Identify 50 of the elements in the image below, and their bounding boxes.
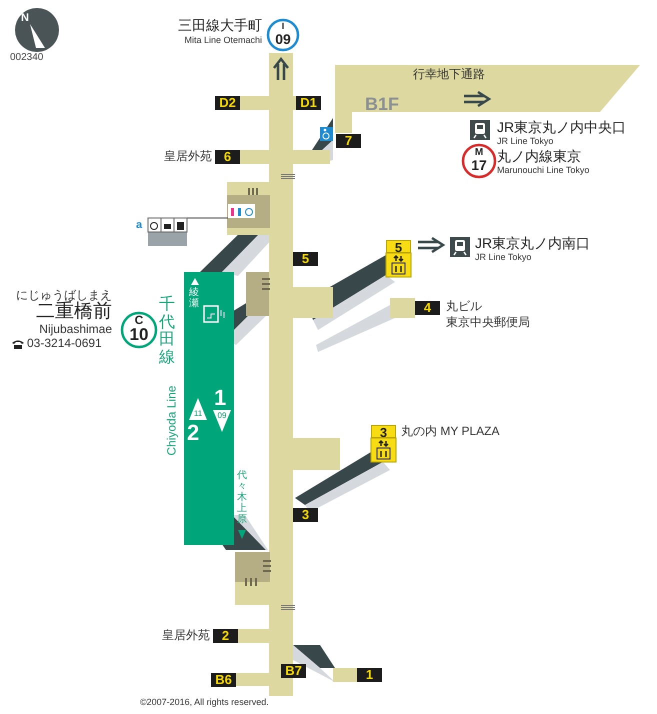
exit-number: 7	[336, 134, 361, 148]
map-code: 002340	[10, 52, 44, 63]
station-number: 09	[274, 32, 292, 48]
exit-name: 皇居外苑	[162, 629, 210, 642]
direction-label: 代々木上原	[237, 470, 247, 525]
station-name-romaji: Marunouchi Line Tokyo	[497, 166, 590, 176]
line-letter: C	[134, 314, 144, 328]
line-letter: I	[280, 22, 286, 32]
line-name: 千代田線	[159, 296, 175, 366]
exit-number: 1	[357, 668, 382, 682]
station-name: 丸ノ内線東京	[497, 149, 581, 164]
line-name: JR Line Tokyo	[475, 253, 532, 263]
exit-number: D1	[296, 96, 321, 110]
facility-marker: a	[136, 219, 142, 232]
phone-number: 03-3214-0691	[27, 337, 102, 350]
track-number: 2	[187, 421, 200, 446]
station-name-romaji: Mita Line Otemachi	[184, 36, 262, 46]
exit-name: JR東京丸ノ内南口	[475, 236, 590, 252]
line-name: JR Line Tokyo	[497, 137, 554, 147]
exit-number: 5	[293, 252, 318, 266]
station-name: 二重橋前	[36, 302, 112, 323]
exit-number: 6	[215, 150, 240, 164]
station-name-reading: にじゅうばしまえ	[16, 289, 112, 302]
exit-name: 皇居外苑	[164, 150, 212, 164]
copyright-notice: ©2007-2016, All rights reserved.	[140, 698, 269, 708]
exit-number: 2	[213, 629, 238, 643]
building-name: 丸ビル	[446, 300, 482, 314]
exit-number: B7	[281, 664, 306, 678]
exit-number: D2	[215, 96, 240, 110]
track-number: 1	[214, 386, 226, 410]
exit-number: 5	[386, 240, 411, 253]
line-name: Chiyoda Line	[165, 384, 179, 458]
exit-number: 3	[371, 425, 396, 438]
station-number: 10	[128, 326, 150, 345]
direction-label: 綾瀬	[189, 287, 199, 309]
passage-name: 行幸地下通路	[413, 68, 485, 82]
station-number: 17	[470, 158, 488, 174]
exit-number: 3	[293, 508, 318, 522]
building-name: 東京中央郵便局	[446, 316, 530, 330]
exit-number: 4	[415, 301, 440, 315]
compass-letter: N	[21, 12, 29, 24]
station-name-romaji: Nijubashimae	[39, 323, 112, 336]
line-letter: M	[474, 147, 484, 158]
floor-label: B1F	[365, 95, 400, 115]
station-name: 三田線大手町	[178, 18, 262, 34]
building-name: 丸の内 MY PLAZA	[401, 425, 500, 438]
platform-number: 11	[192, 410, 204, 419]
exit-number: B6	[211, 673, 236, 687]
exit-name: JR東京丸ノ内中央口	[497, 120, 626, 136]
platform-number: 09	[216, 412, 228, 421]
